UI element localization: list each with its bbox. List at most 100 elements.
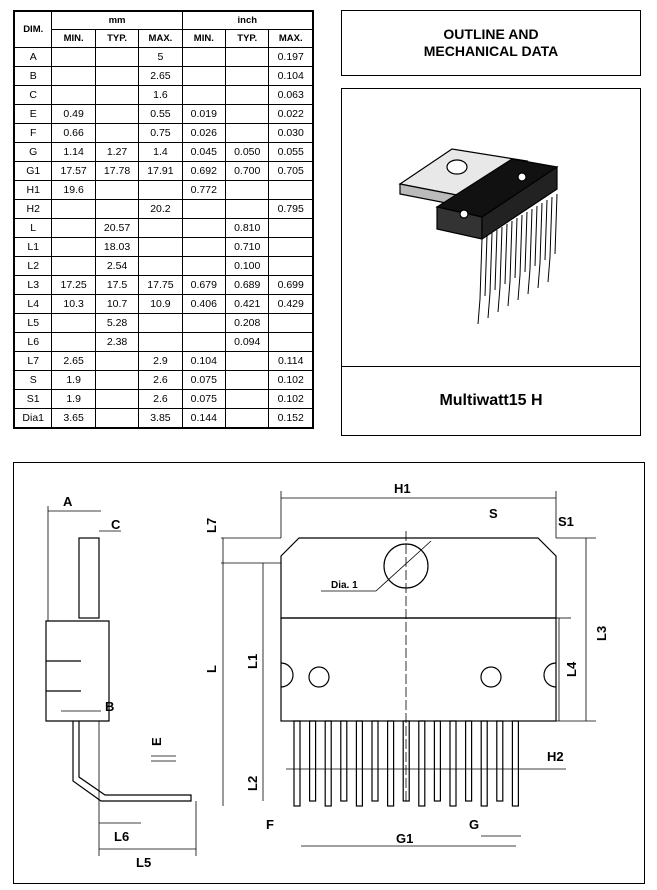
col-min-inch: MIN. — [181, 29, 227, 48]
label-G: G — [469, 817, 479, 832]
value-cell: 0.705 — [268, 161, 314, 181]
side-lead — [72, 721, 192, 802]
value-cell — [225, 85, 270, 105]
lead — [497, 223, 508, 313]
value-cell — [225, 47, 270, 67]
value-cell: 10.3 — [51, 294, 96, 314]
dim-cell: S1 — [13, 389, 53, 409]
pin — [371, 720, 379, 802]
value-cell — [94, 351, 140, 371]
value-cell — [94, 370, 140, 390]
pin — [511, 720, 519, 807]
col-max-inch: MAX. — [268, 29, 314, 48]
title-line2: MECHANICAL DATA — [423, 43, 559, 59]
value-cell — [94, 123, 140, 143]
value-cell — [225, 408, 270, 429]
lead — [517, 211, 528, 301]
value-cell — [181, 332, 227, 352]
value-cell: 0.152 — [268, 408, 314, 429]
value-cell: 0.100 — [225, 256, 270, 276]
value-cell: 10.9 — [138, 294, 183, 314]
value-cell — [138, 180, 183, 200]
package-3d-illustration — [398, 148, 559, 325]
value-cell: 17.57 — [51, 161, 96, 181]
lead — [537, 199, 548, 289]
dim-cell: L2 — [13, 256, 53, 276]
value-cell: 0.55 — [138, 104, 183, 124]
value-cell: 1.27 — [94, 142, 140, 162]
value-cell: 19.6 — [51, 180, 96, 200]
value-cell: 18.03 — [94, 237, 140, 257]
lead — [477, 235, 488, 325]
value-cell: 1.4 — [138, 142, 183, 162]
value-cell — [51, 332, 96, 352]
value-cell: 0.063 — [268, 85, 314, 105]
value-cell — [268, 332, 314, 352]
dim-cell: S — [13, 370, 53, 390]
value-cell — [51, 237, 96, 257]
label-S: S — [489, 506, 498, 521]
value-cell: 1.9 — [51, 370, 96, 390]
label-L4: L4 — [564, 661, 579, 677]
value-cell — [94, 408, 140, 429]
value-cell — [181, 85, 227, 105]
value-cell — [94, 199, 140, 219]
label-L3: L3 — [594, 626, 609, 641]
label-S1: S1 — [558, 514, 574, 529]
value-cell: 0.689 — [225, 275, 270, 295]
dim-cell: H1 — [13, 180, 53, 200]
label-G1: G1 — [396, 831, 413, 846]
value-cell — [225, 351, 270, 371]
value-cell: 3.65 — [51, 408, 96, 429]
mm-header: mm — [51, 10, 183, 30]
value-cell — [51, 85, 96, 105]
value-cell: 0.104 — [181, 351, 227, 371]
value-cell — [181, 256, 227, 276]
value-cell: 17.5 — [94, 275, 140, 295]
dim-cell: L7 — [13, 351, 53, 371]
value-cell: 0.429 — [268, 294, 314, 314]
value-cell: 0.019 — [181, 104, 227, 124]
label-L2: L2 — [245, 776, 260, 791]
value-cell: 0.772 — [181, 180, 227, 200]
front-tab — [280, 537, 557, 619]
inch-header: inch — [181, 10, 314, 30]
value-cell: 2.38 — [94, 332, 140, 352]
value-cell: 10.7 — [94, 294, 140, 314]
dim-cell: C — [13, 85, 53, 105]
pin — [340, 720, 348, 802]
pin — [387, 720, 395, 807]
dim-cell: E — [13, 104, 53, 124]
value-cell: 0.075 — [181, 389, 227, 409]
package-image-box: Multiwatt15 H — [341, 88, 641, 436]
value-cell: 1.14 — [51, 142, 96, 162]
label-L7: L7 — [204, 518, 219, 533]
pin — [496, 720, 504, 802]
label-L6: L6 — [114, 829, 129, 844]
label-dia1: Dia. 1 — [331, 580, 358, 591]
value-cell: 20.57 — [94, 218, 140, 238]
value-cell — [268, 218, 314, 238]
dim-cell: Dia1 — [13, 408, 53, 429]
label-L5: L5 — [136, 855, 151, 870]
value-cell — [94, 66, 140, 86]
pin — [465, 720, 473, 802]
value-cell — [225, 389, 270, 409]
pin — [418, 720, 426, 807]
col-typ-inch: TYP. — [225, 29, 270, 48]
value-cell — [181, 237, 227, 257]
value-cell: 0.208 — [225, 313, 270, 333]
value-cell — [138, 256, 183, 276]
label-E: E — [149, 737, 164, 746]
